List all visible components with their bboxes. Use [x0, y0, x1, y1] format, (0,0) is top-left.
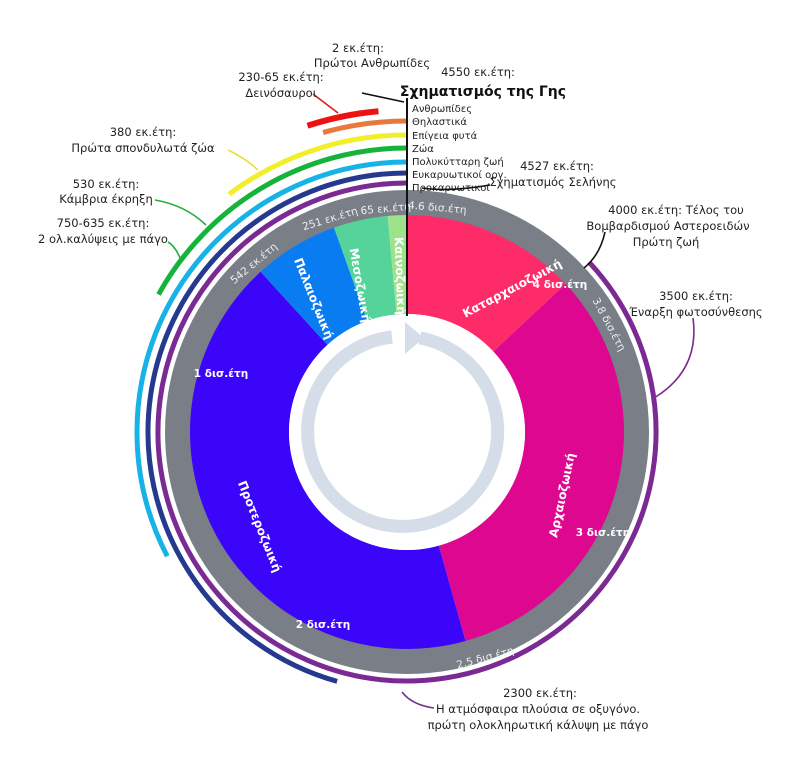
title-age: 4550 εκ.έτη: — [441, 65, 515, 79]
life-ring-label: Προκαρυωτικοί — [412, 182, 490, 194]
life-ring-arc — [227, 132, 407, 197]
era-label: Καινοζωική — [392, 237, 409, 315]
inner-tick: 2 δισ.έτη — [296, 619, 350, 631]
annotation-text: Βομβαρδισμού Αστεροειδών — [586, 219, 749, 233]
annotation-text: Σχηματισμός Σελήνης — [490, 175, 617, 189]
life-rings — [134, 108, 659, 684]
annotation-text: Δεινόσαυροι — [245, 86, 316, 100]
life-ring-label: Θηλαστικά — [412, 116, 467, 128]
inner-tick: 4 δισ.έτη — [533, 279, 587, 291]
annotation-text: πρώτη ολοκληρωτική κάλυψη με πάγο — [428, 718, 649, 732]
life-ring-label: Επίγεια φυτά — [412, 130, 478, 142]
annotation-age: 4000 εκ.έτη: Τέλος του — [608, 203, 744, 217]
annotation-age: 230-65 εκ.έτη: — [238, 70, 323, 84]
annotation-age: 380 εκ.έτη: — [110, 125, 177, 139]
annotation-age: 2 εκ.έτη: — [332, 41, 384, 55]
annotation-text: Κάμβρια έκρηξη — [59, 192, 153, 206]
annotation-text: Η ατμόσφαιρα πλούσια σε οξυγόνο. — [436, 702, 640, 716]
life-ring-arc — [145, 170, 407, 684]
life-ring-label: Ευκαρυωτικοί οργ. — [412, 169, 507, 181]
life-ring-arc — [156, 145, 407, 296]
life-ring-label: Ανθρωπίδες — [412, 103, 472, 115]
life-ring-label: Πολυκύτταρη ζωή — [412, 156, 504, 168]
annotations: 2 εκ.έτη: Πρώτοι Ανθρωπίδες 230-65 εκ.έτ… — [38, 41, 763, 732]
ring-tick: 65 εκ.έτη — [360, 201, 411, 217]
center-disc — [289, 314, 525, 550]
era-wedge — [334, 215, 397, 321]
annotation-text: Πρώτοι Ανθρωπίδες — [314, 56, 430, 70]
era-wedge — [190, 271, 466, 649]
dinosaur-arc — [306, 108, 379, 129]
time-arrow-icon — [301, 330, 505, 533]
annotation-age: 3500 εκ.έτη: — [659, 289, 733, 303]
leader-lines — [154, 92, 695, 709]
diagram-title: Σχηματισμός της Γης — [400, 84, 566, 100]
annotation-text: Πρώτη ζωή — [633, 235, 700, 249]
annotation-age: 2300 εκ.έτη: — [503, 686, 577, 700]
ring-tick: 4.6 δισ.έτη — [408, 199, 467, 216]
era-wedges — [190, 215, 625, 649]
annotation-age: 750-635 εκ.έτη: — [57, 216, 150, 230]
life-ring-label: Ζώα — [412, 143, 434, 155]
life-ring-arc — [155, 180, 659, 684]
annotation-text: Πρώτα σπονδυλωτά ζώα — [71, 141, 215, 155]
era-wedge — [260, 227, 368, 345]
era-wedge — [407, 215, 566, 352]
annotation-text: Έναρξη φωτοσύνθεσης — [628, 305, 762, 319]
era-wedge — [387, 215, 407, 315]
era-wedge — [438, 283, 625, 641]
annotation-age: 530 εκ.έτη: — [73, 177, 140, 191]
annotation-text: 2 ολ.καλύψεις με πάγο — [38, 232, 168, 246]
annotation-age: 4527 εκ.έτη: — [520, 159, 594, 173]
life-ring-arc — [134, 159, 407, 558]
life-ring-arc — [322, 118, 407, 135]
inner-tick: 1 δισ.έτη — [194, 368, 248, 380]
arrowhead-icon — [405, 322, 424, 354]
inner-tick: 3 δισ.έτη — [576, 527, 630, 539]
